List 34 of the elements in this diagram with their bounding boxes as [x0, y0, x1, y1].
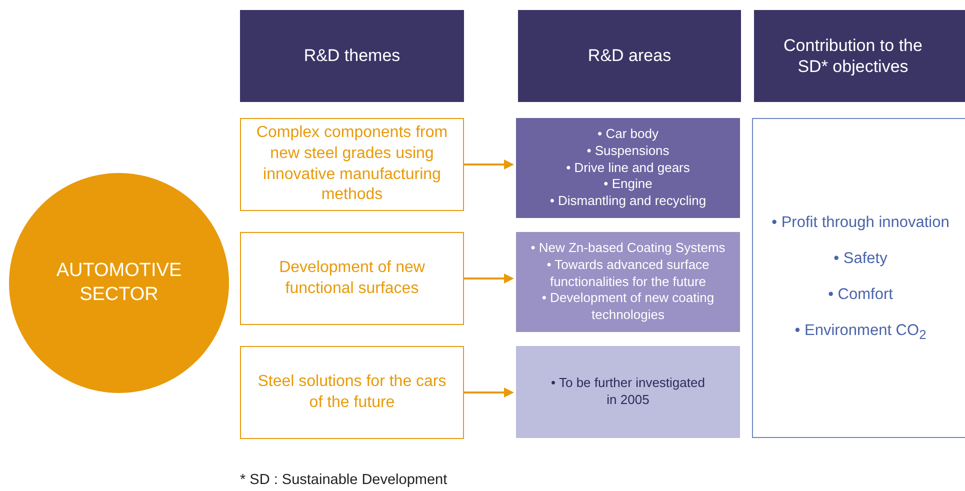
theme-text: Complex components from new steel grades using innovative manufacturing methods [255, 122, 449, 206]
bullet-item: • Dismantling and recycling [550, 193, 706, 210]
column-header [754, 10, 965, 102]
theme-text: Development of new functional surfaces [278, 258, 426, 298]
bullet-item: • Comfort [828, 286, 893, 304]
theme-text: Steel solutions for the cars of the future [256, 372, 448, 412]
theme-box [240, 232, 464, 325]
header-text: R&D areas [588, 45, 672, 67]
bullet-item: • New Zn-based Coating Systems [530, 240, 726, 257]
bullet-item: • Environment CO$_{2}$ [794, 322, 926, 342]
header-text: R&D themes [304, 45, 400, 67]
objectives-box [752, 118, 965, 438]
sector-label: AUTOMOTIVE SECTOR [55, 259, 183, 307]
column-header [240, 10, 464, 102]
column-header [518, 10, 741, 102]
arrow [464, 160, 514, 170]
arrow [464, 388, 514, 398]
bullet-item: • Drive line and gears [566, 160, 690, 176]
arrow [464, 274, 514, 284]
bullet-item: • Suspensions [586, 142, 670, 160]
bullet-item: • Car body [598, 126, 658, 143]
theme-box [240, 346, 464, 439]
bullet-item: • To be further investigated in 2005 [550, 375, 706, 409]
bullet-item: • Development of new coating technologies [540, 290, 716, 324]
theme-box [240, 118, 464, 211]
area-box [516, 346, 740, 438]
bullet-item: • Profit through innovation [772, 214, 950, 232]
area-box [516, 232, 740, 332]
bullet-item: • Towards advanced surface functionalities for the future [546, 256, 710, 290]
header-text: Contribution to the SD* objectives [782, 34, 924, 78]
footnote: * SD : Sustainable Development [240, 472, 448, 488]
area-box [516, 118, 740, 218]
bullet-item: • Safety [834, 250, 888, 268]
bullet-item: • Engine [604, 176, 652, 194]
